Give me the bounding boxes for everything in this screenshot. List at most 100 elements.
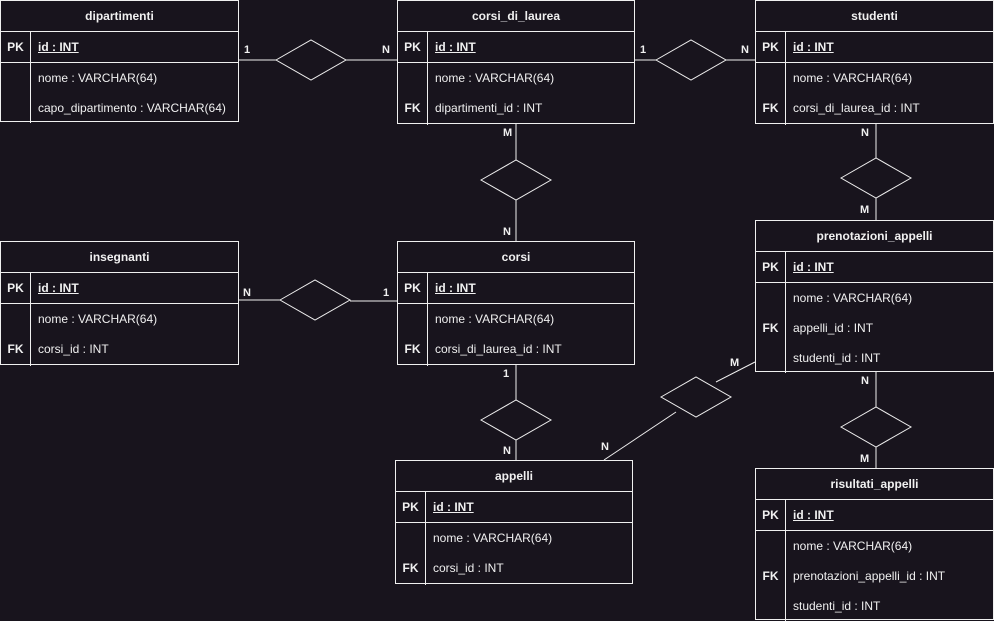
field-name: capo_dipartimento : VARCHAR(64) bbox=[38, 101, 226, 115]
pk-label: PK bbox=[396, 492, 426, 522]
relationship-dipartimenti-corsi-di-laurea[interactable] bbox=[239, 39, 397, 81]
field-name: nome : VARCHAR(64) bbox=[435, 71, 555, 85]
cardinality-label: N bbox=[382, 44, 390, 56]
field-key bbox=[756, 343, 785, 373]
field-name: nome : VARCHAR(64) bbox=[793, 539, 913, 553]
field-name: prenotazioni_appelli_id : INT bbox=[793, 569, 946, 583]
pk-label: PK bbox=[756, 500, 786, 530]
cardinality-label: M bbox=[860, 204, 870, 216]
key-column: FK bbox=[1, 304, 31, 366]
field-name: studenti_id : INT bbox=[793, 351, 881, 365]
pk-label: PK bbox=[398, 32, 428, 62]
pk-field: id : INT bbox=[435, 281, 476, 295]
cardinality-label: 1 bbox=[503, 368, 510, 380]
cardinality-label: N bbox=[503, 226, 511, 238]
relationship-corsi-di-laurea-studenti[interactable] bbox=[635, 39, 755, 81]
attribute-column: nome : VARCHAR(64)corsi_di_laurea_id : I… bbox=[428, 304, 634, 366]
relationship-studenti-prenotazioni-appelli[interactable] bbox=[839, 122, 913, 220]
entity-title: insegnanti bbox=[1, 242, 238, 273]
field-key bbox=[756, 283, 785, 313]
key-column: FK bbox=[756, 63, 786, 125]
relationship-diamond[interactable] bbox=[839, 406, 913, 448]
entity-title: risultati_appelli bbox=[756, 469, 993, 500]
field-name: appelli_id : INT bbox=[793, 321, 874, 335]
field-name: corsi_di_laurea_id : INT bbox=[793, 101, 920, 115]
field-name: nome : VARCHAR(64) bbox=[38, 71, 158, 85]
key-column: FK bbox=[398, 63, 428, 125]
entity-title: prenotazioni_appelli bbox=[756, 221, 993, 252]
relationship-diamond[interactable] bbox=[839, 157, 913, 199]
attribute-column: nome : VARCHAR(64)corsi_di_laurea_id : I… bbox=[786, 63, 993, 125]
cardinality-label: N bbox=[741, 44, 749, 56]
cardinality-label: N bbox=[243, 287, 251, 299]
field-rows: FK nome : VARCHAR(64) dipartimenti_id : IN… bbox=[398, 63, 634, 125]
field-name: nome : VARCHAR(64) bbox=[433, 531, 553, 545]
pk-label: PK bbox=[1, 273, 31, 303]
primary-key-row: PK id : INT bbox=[1, 273, 238, 304]
entity-title: studenti bbox=[756, 1, 993, 32]
field-key: FK bbox=[402, 561, 419, 575]
field-key: FK bbox=[404, 342, 421, 356]
cardinality-label: 1 bbox=[383, 287, 390, 299]
attribute-column: nome : VARCHAR(64) capo_dipartimento : VA… bbox=[31, 63, 238, 123]
relationship-diamond[interactable] bbox=[274, 39, 348, 81]
cardinality-label: M bbox=[860, 453, 870, 465]
field-name: nome : VARCHAR(64) bbox=[435, 312, 555, 326]
entity-title: corsi_di_laurea bbox=[398, 1, 634, 32]
primary-key-row: PK id : INT bbox=[756, 252, 993, 283]
field-key bbox=[1, 93, 30, 123]
field-key bbox=[756, 531, 785, 561]
field-name: studenti_id : INT bbox=[793, 599, 881, 613]
relationship-diamond[interactable] bbox=[659, 376, 733, 418]
connector-line bbox=[603, 411, 677, 461]
field-key: FK bbox=[762, 569, 779, 583]
relationship-diamond[interactable] bbox=[278, 279, 352, 321]
relationship-diamond[interactable] bbox=[654, 39, 728, 81]
field-key bbox=[398, 304, 427, 334]
relationship-appelli-prenotazioni-appelli[interactable] bbox=[603, 361, 756, 461]
pk-label: PK bbox=[1, 32, 31, 62]
cardinality-label: N bbox=[861, 375, 869, 387]
entity-title: appelli bbox=[396, 461, 632, 492]
pk-field: id : INT bbox=[793, 260, 834, 274]
relationship-diamond[interactable] bbox=[479, 159, 553, 201]
field-name: corsi_id : INT bbox=[38, 342, 109, 356]
cardinality-label: N bbox=[861, 127, 869, 139]
pk-field: id : INT bbox=[38, 281, 79, 295]
pk-field: id : INT bbox=[38, 40, 79, 54]
field-key: FK bbox=[762, 101, 779, 115]
entity-title: corsi bbox=[398, 242, 634, 273]
connector-line bbox=[715, 361, 756, 383]
key-column: FK bbox=[398, 304, 428, 366]
cardinality-label: 1 bbox=[244, 44, 251, 56]
field-key bbox=[396, 523, 425, 553]
relationship-corsi-di-laurea-corsi[interactable] bbox=[479, 122, 553, 241]
cardinality-label: N bbox=[503, 445, 511, 457]
pk-label: PK bbox=[756, 252, 786, 282]
relationship-insegnanti-corsi[interactable] bbox=[239, 279, 397, 321]
cardinality-label: N bbox=[601, 441, 609, 453]
field-key bbox=[756, 63, 785, 93]
field-name: dipartimenti_id : INT bbox=[435, 101, 543, 115]
field-rows: FK nome : VARCHAR(64)corsi_di_laurea_id :… bbox=[756, 63, 993, 125]
key-column: FK bbox=[756, 283, 786, 373]
pk-label: PK bbox=[756, 32, 786, 62]
key-column: FK bbox=[396, 523, 426, 585]
key-column bbox=[1, 63, 31, 123]
field-key bbox=[1, 304, 30, 334]
relationship-corsi-appelli[interactable] bbox=[479, 363, 553, 460]
relationship-diamond[interactable] bbox=[479, 399, 553, 441]
relationship-prenotazioni-appelli-risultati-appelli[interactable] bbox=[839, 372, 913, 468]
